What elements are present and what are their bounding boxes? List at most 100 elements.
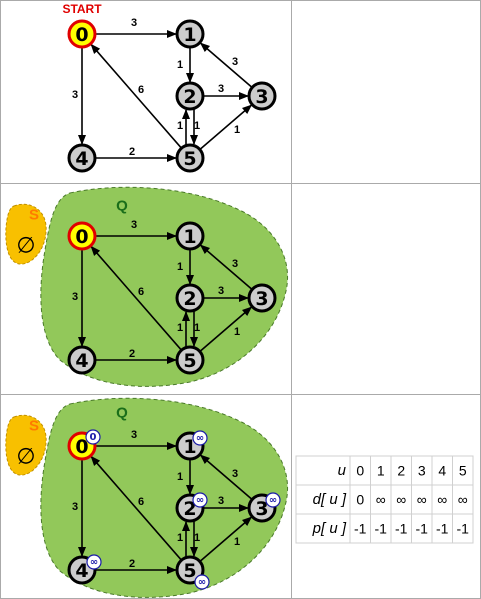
edge-weight-5-0: 6 (138, 84, 144, 96)
node-5 (175, 345, 205, 375)
node-label-5: 5 (183, 560, 196, 582)
table-cell: -1 (416, 521, 429, 537)
distance-badge-2 (192, 492, 208, 508)
node-label-3: 3 (255, 498, 268, 520)
empty-set-symbol: ∅ (16, 445, 35, 470)
node-0 (67, 19, 97, 49)
table-cell: -1 (395, 521, 408, 537)
edge-5-0 (90, 245, 183, 351)
edge-3-1 (199, 42, 253, 89)
edge-5-3 (199, 104, 253, 151)
node-label-4: 4 (75, 350, 88, 372)
table-cell: -1 (457, 521, 470, 537)
node-label-2: 2 (183, 288, 196, 310)
distance-badge-4 (86, 554, 102, 570)
edge-weight-0-4: 3 (72, 501, 78, 513)
edge-5-0 (90, 455, 183, 561)
edge-weight-2-5: 1 (177, 322, 183, 334)
start-label: START (62, 2, 102, 16)
node-2 (175, 81, 205, 111)
queue-blob (40, 397, 289, 598)
node-label-2: 2 (183, 86, 196, 108)
edge-weight-3-1: 3 (232, 56, 238, 68)
node-2 (175, 283, 205, 313)
distance-badge-0 (85, 429, 101, 445)
set-blob (5, 414, 47, 476)
distance-badge-value-4: ∞ (90, 557, 98, 568)
panel-3-sets: S ∅ Q (5, 397, 289, 598)
distance-badge-value-2: ∞ (196, 495, 204, 506)
table-border (295, 455, 474, 544)
node-label-3: 3 (255, 86, 268, 108)
table-cell: ∞ (437, 492, 447, 508)
table-col-header-2: 2 (397, 463, 405, 479)
set-label: S (29, 207, 39, 224)
node-label-4: 4 (75, 148, 88, 170)
node-5 (175, 143, 205, 173)
edge-weight-5-0: 6 (138, 496, 144, 508)
table-header-label: u (338, 462, 347, 479)
edge-3-1 (199, 244, 253, 291)
edge-5-3 (199, 306, 253, 353)
table-cell: ∞ (376, 492, 386, 508)
edge-weight-1-2: 1 (177, 59, 183, 71)
edge-weight-2-3: 3 (218, 495, 224, 507)
node-3 (247, 283, 277, 313)
table-cell: -1 (436, 521, 449, 537)
table-col-header-4: 4 (438, 463, 446, 479)
table-col-header-5: 5 (459, 463, 467, 479)
distance-badge-1 (192, 430, 208, 446)
queue-label: Q (116, 198, 128, 215)
node-label-5: 5 (183, 148, 196, 170)
edge-weight-0-1: 3 (131, 17, 137, 29)
edge-3-1 (199, 454, 253, 501)
panel-2-sets: S ∅ Q (5, 186, 289, 387)
node-label-0: 0 (75, 226, 88, 248)
edge-weight-2-3: 3 (218, 285, 224, 297)
node-label-4: 4 (75, 560, 88, 582)
set-blob (5, 203, 47, 265)
node-label-3: 3 (255, 288, 268, 310)
table-row-label: p[ u ] (312, 520, 347, 537)
node-5 (175, 555, 205, 585)
queue-label: Q (116, 405, 128, 422)
node-label-1: 1 (183, 24, 196, 46)
node-1 (175, 221, 205, 251)
distance-badge-value-1: ∞ (196, 433, 204, 444)
node-1 (175, 19, 205, 49)
edge-weight-5-0: 6 (138, 286, 144, 298)
edge-weight-4-5: 2 (129, 558, 135, 570)
table-cell: ∞ (417, 492, 427, 508)
queue-blob (40, 186, 289, 387)
table-cell: -1 (354, 521, 367, 537)
distance-badge-value-3: ∞ (269, 495, 277, 506)
edge-weight-0-4: 3 (72, 291, 78, 303)
node-3 (247, 81, 277, 111)
edge-weight-4-5: 2 (129, 348, 135, 360)
distance-badge-value-0: 0 (90, 432, 97, 443)
node-label-0: 0 (75, 436, 88, 458)
table-cell: 0 (356, 492, 364, 508)
table-col-header-3: 3 (418, 463, 426, 479)
edge-weight-5-2: 1 (194, 532, 200, 544)
node-4 (67, 143, 97, 173)
table-col-header-1: 1 (377, 463, 385, 479)
edge-5-3 (199, 516, 253, 563)
empty-set-symbol: ∅ (16, 234, 35, 259)
edge-weight-5-3: 1 (234, 124, 240, 136)
distance-badge-3 (265, 492, 281, 508)
edge-weight-3-1: 3 (232, 468, 238, 480)
edge-weight-5-2: 1 (194, 322, 200, 334)
table-cell: ∞ (458, 492, 468, 508)
table-cell: ∞ (396, 492, 406, 508)
edge-weight-4-5: 2 (129, 146, 135, 158)
table-row-label: d[ u ] (313, 491, 347, 508)
node-0 (67, 221, 97, 251)
edge-weight-2-5: 1 (177, 120, 183, 132)
edge-5-0 (90, 43, 183, 149)
edge-weight-3-1: 3 (232, 258, 238, 270)
edge-weight-5-3: 1 (234, 536, 240, 548)
